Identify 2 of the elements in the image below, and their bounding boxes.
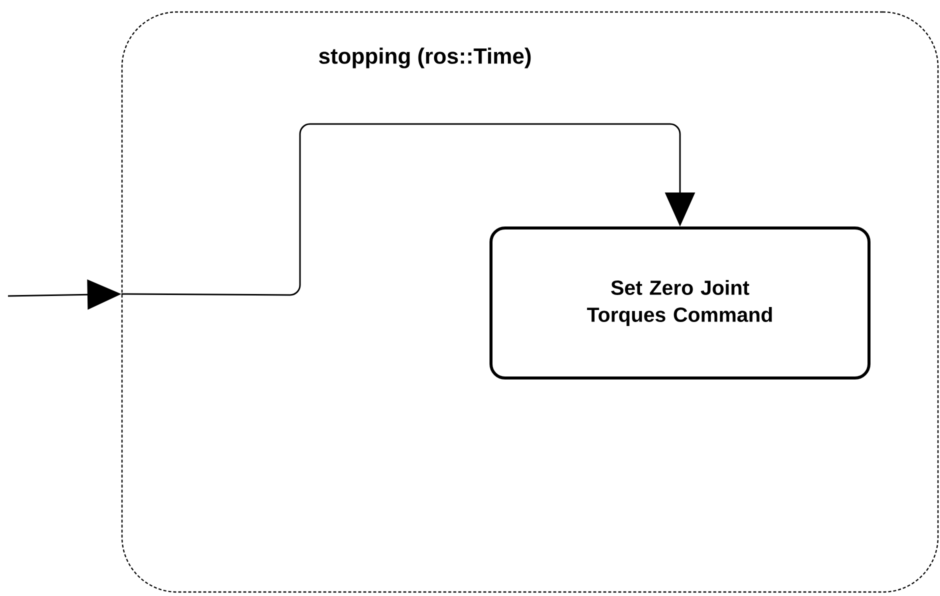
process-box: Set Zero Joint Torques Command (490, 226, 870, 380)
arrow (121, 123, 696, 296)
